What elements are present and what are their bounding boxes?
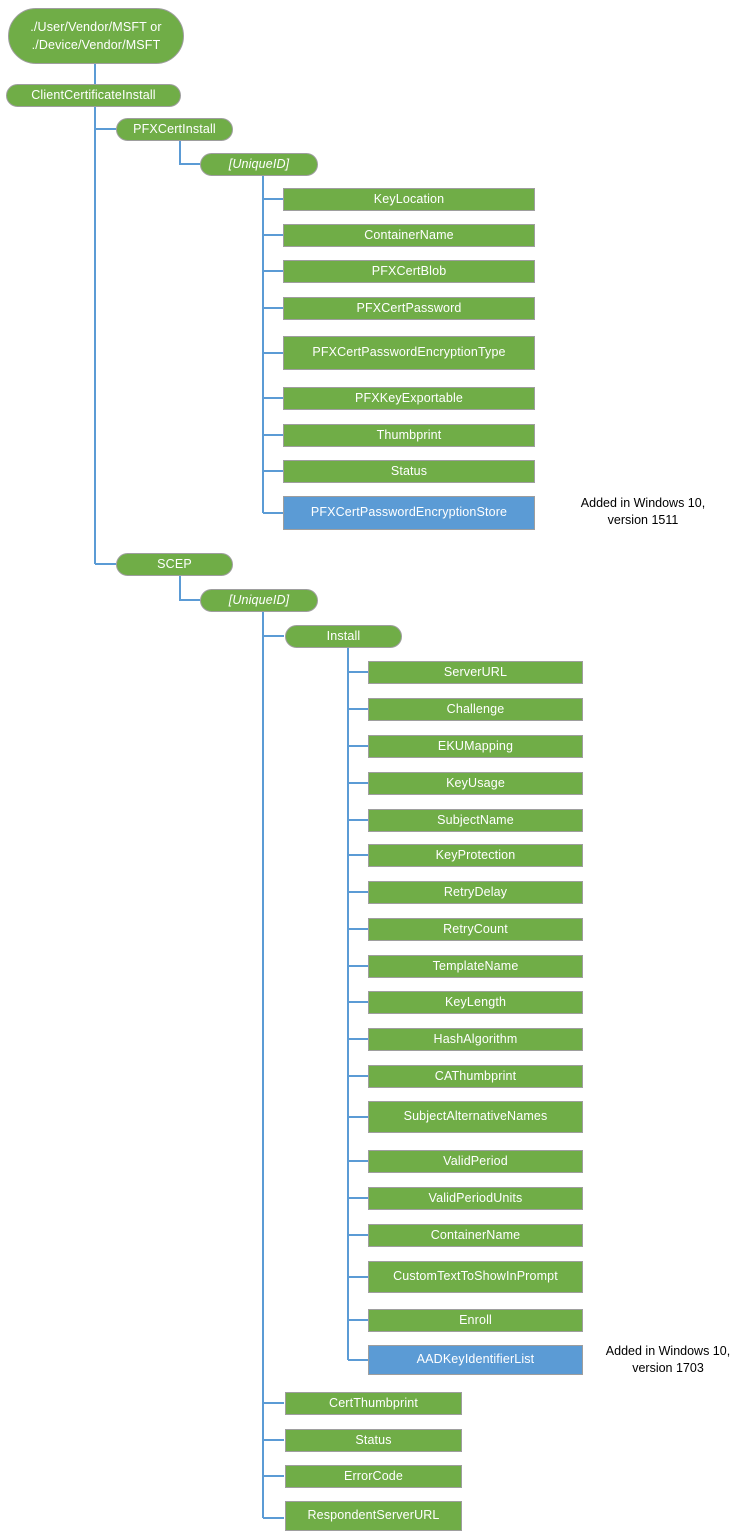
node-respondentserverurl[interactable]: RespondentServerURL	[285, 1501, 462, 1531]
annotation-added-windows-10-1511: Added in Windows 10, version 1511	[580, 496, 706, 527]
node-errorcode[interactable]: ErrorCode	[285, 1465, 462, 1488]
node-keyprotection[interactable]: KeyProtection	[368, 844, 583, 867]
node-cathumbprint[interactable]: CAThumbprint	[368, 1065, 583, 1088]
node-keylocation[interactable]: KeyLocation	[283, 188, 535, 211]
node-subjectalternativenames[interactable]: SubjectAlternativeNames	[368, 1101, 583, 1133]
node-templatename[interactable]: TemplateName	[368, 955, 583, 978]
node-certthumbprint[interactable]: CertThumbprint	[285, 1392, 462, 1415]
node-hashalgorithm[interactable]: HashAlgorithm	[368, 1028, 583, 1051]
annotation-added-windows-10-1703: Added in Windows 10, version 1703	[605, 1344, 731, 1375]
node-client-certificate-install[interactable]: ClientCertificateInstall	[6, 84, 181, 107]
node-pfxcertpasswordencryptionstore[interactable]: PFXCertPasswordEncryptionStore	[283, 496, 535, 530]
node-install[interactable]: Install	[285, 625, 402, 648]
node-thumbprint[interactable]: Thumbprint	[283, 424, 535, 447]
node-status-pfx[interactable]: Status	[283, 460, 535, 483]
node-scep-unique-id[interactable]: [UniqueID]	[200, 589, 318, 612]
node-aadkeyidentifierlist[interactable]: AADKeyIdentifierList	[368, 1345, 583, 1375]
node-scep[interactable]: SCEP	[116, 553, 233, 576]
node-status-scep[interactable]: Status	[285, 1429, 462, 1452]
node-pfx-unique-id[interactable]: [UniqueID]	[200, 153, 318, 176]
node-serverurl[interactable]: ServerURL	[368, 661, 583, 684]
node-pfxcertpasswordencryptiontype[interactable]: PFXCertPasswordEncryptionType	[283, 336, 535, 370]
node-pfxcertblob[interactable]: PFXCertBlob	[283, 260, 535, 283]
node-validperiod[interactable]: ValidPeriod	[368, 1150, 583, 1173]
node-subjectname[interactable]: SubjectName	[368, 809, 583, 832]
node-challenge[interactable]: Challenge	[368, 698, 583, 721]
node-pfxcertpassword[interactable]: PFXCertPassword	[283, 297, 535, 320]
node-retrycount[interactable]: RetryCount	[368, 918, 583, 941]
node-customtexttoshowinprompt[interactable]: CustomTextToShowInPrompt	[368, 1261, 583, 1293]
node-pfxkeyexportable[interactable]: PFXKeyExportable	[283, 387, 535, 410]
node-ekumapping[interactable]: EKUMapping	[368, 735, 583, 758]
node-root-vendor-path[interactable]: ./User/Vendor/MSFT or ./Device/Vendor/MS…	[8, 8, 184, 64]
node-pfx-cert-install[interactable]: PFXCertInstall	[116, 118, 233, 141]
node-retrydelay[interactable]: RetryDelay	[368, 881, 583, 904]
node-keyusage[interactable]: KeyUsage	[368, 772, 583, 795]
node-validperiodunits[interactable]: ValidPeriodUnits	[368, 1187, 583, 1210]
node-keylength[interactable]: KeyLength	[368, 991, 583, 1014]
node-enroll[interactable]: Enroll	[368, 1309, 583, 1332]
node-containername-pfx[interactable]: ContainerName	[283, 224, 535, 247]
node-containername-scep[interactable]: ContainerName	[368, 1224, 583, 1247]
